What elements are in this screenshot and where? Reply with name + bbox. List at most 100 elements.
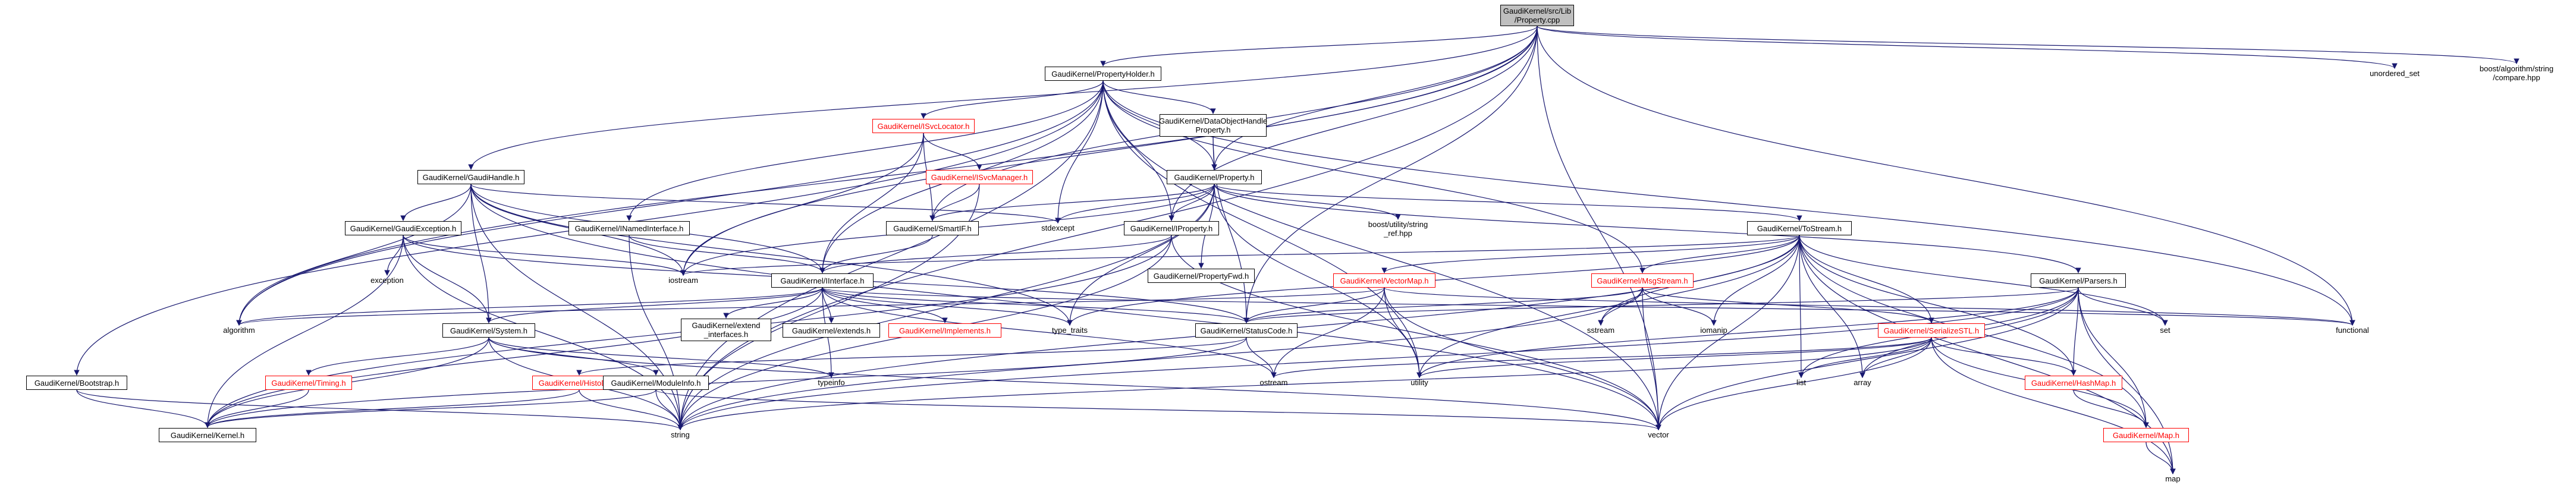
std-map[interactable]: map xyxy=(2165,474,2181,483)
std-utility[interactable]: utility xyxy=(1410,378,1428,387)
edge-parsers-to-vector xyxy=(1655,287,2079,430)
edge-timing-to-kernel xyxy=(205,389,309,428)
node-extend-interfaces[interactable]: GaudiKernel/extend _interfaces.h xyxy=(681,319,771,341)
std-typeinfo[interactable]: typeinfo xyxy=(818,378,845,387)
edge-property-to-parsers xyxy=(1214,184,2081,273)
node-tostream[interactable]: GaudiKernel/ToStream.h xyxy=(1747,221,1852,235)
node-implements[interactable]: GaudiKernel/Implements.h xyxy=(888,323,1001,338)
edge-tostream-to-iostream xyxy=(680,235,1800,276)
edge-inamedinterface-to-iinterface xyxy=(629,235,825,273)
edge-histodef-to-string xyxy=(579,389,683,430)
node-moduleinfo[interactable]: GaudiKernel/ModuleInfo.h xyxy=(603,376,709,390)
edge-root-to-gaudihandle xyxy=(468,26,1538,170)
edge-serializestl-to-map xyxy=(1931,337,2176,474)
edge-propertyholder-to-functional xyxy=(1102,80,2355,326)
root-node-property-cpp[interactable]: GaudiKernel/src/Lib /Property.cpp xyxy=(1500,5,1574,26)
std-exception[interactable]: exception xyxy=(370,276,404,285)
edge-parsers-to-utility xyxy=(1416,287,2079,378)
edge-moduleinfo-to-kernel xyxy=(205,389,656,428)
edge-serializestl-to-ostream xyxy=(1271,337,1932,378)
std-unordered-set[interactable]: unordered_set xyxy=(2370,69,2420,78)
node-propertyfwd[interactable]: GaudiKernel/PropertyFwd.h xyxy=(1148,269,1255,283)
edge-dataobjecthandleproperty-to-statuscode xyxy=(1212,136,1249,323)
std-stdexcept[interactable]: stdexcept xyxy=(1041,223,1075,232)
edge-property-to-smartif xyxy=(929,184,1215,221)
edge-gaudihandle-to-vector xyxy=(470,184,1661,430)
edge-histodef-to-kernel xyxy=(205,389,580,428)
node-dataobjecthandleproperty[interactable]: GaudiKernel/DataObjectHandle Property.h xyxy=(1159,114,1267,137)
node-iproperty[interactable]: GaudiKernel/IProperty.h xyxy=(1124,221,1219,235)
edge-propertyholder-to-algorithm xyxy=(236,80,1104,326)
node-gaudihandle[interactable]: GaudiKernel/GaudiHandle.h xyxy=(417,170,524,184)
edge-root-to-iostream xyxy=(680,26,1538,276)
edge-msgstream-to-iomanip xyxy=(1642,287,1717,326)
edge-vectormap-to-ostream xyxy=(1271,287,1385,378)
node-property[interactable]: GaudiKernel/Property.h xyxy=(1167,170,1262,184)
std-type-traits[interactable]: type_traits xyxy=(1052,326,1088,335)
std-sstream[interactable]: sstream xyxy=(1587,326,1615,335)
node-gaudiexception[interactable]: GaudiKernel/GaudiException.h xyxy=(345,221,461,235)
node-hashmap[interactable]: GaudiKernel/HashMap.h xyxy=(2025,376,2122,390)
std-array[interactable]: array xyxy=(1854,378,1871,387)
edge-root-to-vector xyxy=(1537,26,1661,430)
edge-serializestl-to-hashmap xyxy=(1931,337,2076,376)
edge-iproperty-to-iinterface xyxy=(819,235,1172,273)
node-inamedinterface[interactable]: GaudiKernel/INamedInterface.h xyxy=(568,221,690,235)
std-vector[interactable]: vector xyxy=(1648,430,1669,439)
edge-serializestl-to-list xyxy=(1798,337,1932,378)
node-iinterface[interactable]: GaudiKernel/IInterface.h xyxy=(771,273,874,288)
std-ostream[interactable]: ostream xyxy=(1259,378,1288,387)
std-string[interactable]: string xyxy=(671,430,690,439)
edge-gaudihandle-to-gaudiexception xyxy=(400,184,472,221)
edge-root-to-property xyxy=(1211,26,1538,170)
edge-gaudihandle-to-stdexcept xyxy=(470,184,1061,223)
std-set[interactable]: set xyxy=(2160,326,2170,335)
edge-inamedinterface-to-string xyxy=(629,235,683,430)
node-statuscode[interactable]: GaudiKernel/StatusCode.h xyxy=(1195,323,1298,338)
std-algorithm[interactable]: algorithm xyxy=(223,326,255,335)
edge-property-to-tostream xyxy=(1214,184,1802,221)
edge-bootstrap-to-string xyxy=(76,389,683,430)
edge-statuscode-to-histodef xyxy=(576,337,1247,376)
edge-smartif-to-iinterface xyxy=(819,235,933,273)
node-propertyholder[interactable]: GaudiKernel/PropertyHolder.h xyxy=(1045,67,1161,81)
edge-moduleinfo-to-vector xyxy=(655,389,1661,430)
node-serializestl[interactable]: GaudiKernel/SerializeSTL.h xyxy=(1878,323,1985,338)
edge-gaudihandle-to-system xyxy=(470,184,492,323)
std-iostream[interactable]: iostream xyxy=(668,276,698,285)
edge-propertyholder-to-utility xyxy=(1102,80,1422,378)
node-kernel[interactable]: GaudiKernel/Kernel.h xyxy=(159,428,256,442)
node-smartif[interactable]: GaudiKernel/SmartIF.h xyxy=(886,221,979,235)
node-bootstrap[interactable]: GaudiKernel/Bootstrap.h xyxy=(26,376,127,390)
node-isvclocator[interactable]: GaudiKernel/ISvcLocator.h xyxy=(872,119,975,133)
std-boost-string-ref[interactable]: boost/utility/string _ref.hpp xyxy=(1368,220,1428,238)
edge-system-to-timing xyxy=(306,337,489,376)
node-msgstream[interactable]: GaudiKernel/MsgStream.h xyxy=(1591,273,1694,288)
edge-property-to-utility xyxy=(1214,184,1422,378)
std-boost-compare[interactable]: boost/algorithm/string /compare.hpp xyxy=(2479,64,2554,82)
edge-tostream-to-vector xyxy=(1655,235,1800,430)
edge-vectormap-to-algorithm xyxy=(236,287,1385,326)
node-vectormap[interactable]: GaudiKernel/VectorMap.h xyxy=(1333,273,1435,288)
edge-tostream-to-iomanip xyxy=(1711,235,1800,326)
node-isvcmanager[interactable]: GaudiKernel/ISvcManager.h xyxy=(926,170,1033,184)
edge-root-to-unordered_set xyxy=(1537,26,2398,69)
edge-propertyholder-to-vector xyxy=(1102,80,1661,430)
std-functional[interactable]: functional xyxy=(2336,326,2369,335)
node-system[interactable]: GaudiKernel/System.h xyxy=(442,323,535,338)
node-parsers[interactable]: GaudiKernel/Parsers.h xyxy=(2031,273,2126,288)
node-timing[interactable]: GaudiKernel/Timing.h xyxy=(265,376,352,390)
edge-system-to-typeinfo xyxy=(488,337,834,378)
edge-msgstream-to-string xyxy=(677,287,1643,430)
edge-gaudiexception-to-exception xyxy=(384,235,404,276)
std-iomanip[interactable]: iomanip xyxy=(1700,326,1727,335)
node-extends[interactable]: GaudiKernel/extends.h xyxy=(783,323,880,338)
edge-property-to-iproperty xyxy=(1168,184,1215,221)
node-map-h[interactable]: GaudiKernel/Map.h xyxy=(2103,428,2189,442)
edge-vectormap-to-functional xyxy=(1384,287,2355,326)
edge-vectormap-to-utility xyxy=(1384,287,1422,378)
std-list[interactable]: list xyxy=(1796,378,1806,387)
edge-iinterface-to-functional xyxy=(822,287,2355,326)
edge-root-to-boost_compare xyxy=(1537,26,2520,64)
edge-map_h-to-map xyxy=(2145,442,2176,474)
